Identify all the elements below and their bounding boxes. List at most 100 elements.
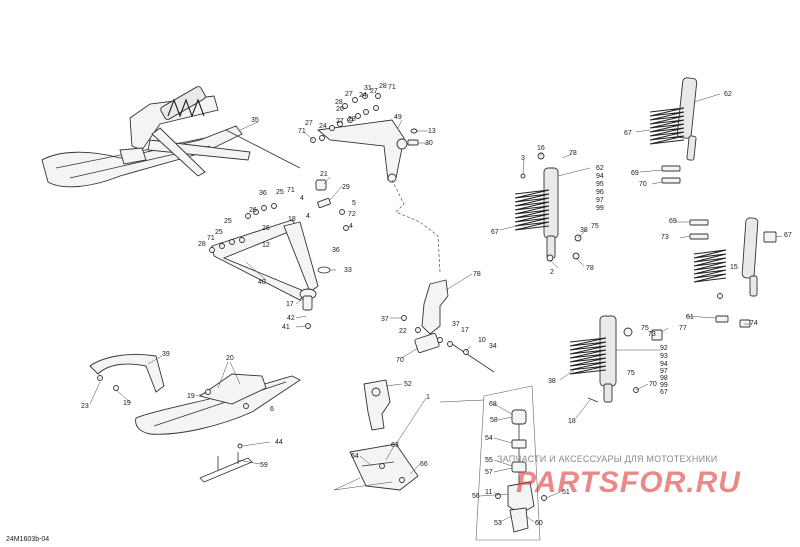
callout-label: 26: [336, 106, 344, 113]
callout-label: 4: [300, 195, 304, 202]
callout-label: 15: [730, 264, 738, 271]
callout-label: 75: [627, 370, 635, 377]
callout-label: 69: [669, 218, 677, 225]
callout-label: 71: [388, 84, 396, 91]
callout-label: 36: [332, 247, 340, 254]
callout-label: 27: [345, 91, 353, 98]
spindle: [401, 279, 495, 373]
callout-label: 22: [399, 328, 407, 335]
callout-label: 75: [641, 325, 649, 332]
callout-label: 29: [342, 184, 350, 191]
callout-label: 2: [550, 269, 554, 276]
callout-label: 42: [287, 315, 295, 322]
callout-label: 28: [335, 99, 343, 106]
callout-label: 73: [648, 331, 656, 338]
ski-shock-assembly: [41, 86, 251, 188]
callout-label: 11: [485, 489, 492, 496]
upper-arm-hardware: [310, 93, 419, 146]
callout-label: 37: [452, 321, 460, 328]
callout-label: 34: [489, 343, 497, 350]
callout-label: 24: [359, 92, 367, 99]
callout-label: 64: [351, 453, 359, 460]
callout-label: 95: [596, 181, 604, 188]
callout-label: 27: [336, 118, 344, 125]
callout-label: 27: [305, 120, 313, 127]
callout-label: 54: [485, 435, 493, 442]
shock-absorber-d: [569, 315, 663, 403]
callout-label: 99: [660, 382, 668, 389]
callout-label: 70: [649, 381, 657, 388]
callout-label: 78: [586, 265, 594, 272]
callout-label: 19: [123, 400, 131, 407]
callout-label: 25: [276, 189, 284, 196]
callout-label: 60: [535, 520, 543, 527]
watermark-logo: PARTSFOR.RU: [516, 466, 741, 499]
callout-label: 62: [724, 91, 732, 98]
callout-label: 92: [660, 345, 668, 352]
callout-label: 38: [548, 378, 556, 385]
callout-label: 35: [251, 117, 259, 124]
callout-label: 31: [364, 85, 372, 92]
linkage-path: [391, 179, 441, 273]
callout-label: 97: [660, 368, 668, 375]
callout-label: 67: [784, 232, 792, 239]
callout-label: 26: [249, 207, 257, 214]
lower-arm-hardware: [209, 179, 349, 253]
callout-label: 93: [660, 353, 668, 360]
callout-label: 70: [639, 181, 647, 188]
callout-label: 27: [370, 88, 378, 95]
callout-label: 28: [348, 116, 356, 123]
callout-label: 52: [404, 381, 412, 388]
callout-label: 69: [631, 170, 639, 177]
steering-bracket: [349, 379, 419, 491]
callout-label: 21: [320, 171, 328, 178]
callout-label: 39: [162, 351, 170, 358]
upper-a-arm: [316, 119, 408, 183]
callout-label: 13: [428, 128, 436, 135]
callout-label: 71: [298, 128, 306, 135]
callout-label: 17: [286, 301, 294, 308]
callout-label: 4: [306, 213, 310, 220]
callout-label: 23: [81, 403, 89, 410]
ski-lower-assembly: [89, 354, 301, 435]
callout-labels: 35 71 27 24 28 27 26 31 24 27 28 71 27 2…: [81, 83, 792, 527]
callout-label: 78: [473, 271, 481, 278]
callout-label: 12: [262, 242, 270, 249]
callout-label: 71: [207, 235, 215, 242]
callout-label: 6: [270, 406, 274, 413]
leader-lines: [89, 93, 783, 523]
callout-label: 99: [596, 205, 604, 212]
callout-label: 25: [224, 218, 232, 225]
callout-label: 24: [319, 123, 327, 130]
callout-label: 3: [521, 155, 525, 162]
callout-label: 94: [660, 361, 668, 368]
callout-label: 62: [596, 165, 604, 172]
callout-label: 96: [596, 189, 604, 196]
shock-absorber-b: [649, 77, 698, 184]
callout-label: 97: [596, 197, 604, 204]
callout-label: 73: [661, 234, 669, 241]
ski-runner: [199, 443, 253, 483]
callout-label: 58: [490, 417, 498, 424]
callout-label: 68: [489, 401, 497, 408]
callout-label: 63: [391, 442, 399, 449]
callout-label: 28: [379, 83, 387, 90]
callout-label: 53: [494, 520, 502, 527]
callout-label: 61: [686, 314, 694, 321]
callout-label: 59: [260, 462, 268, 469]
callout-label: 38: [580, 227, 588, 234]
callout-label: 19: [187, 393, 195, 400]
callout-label: 26: [262, 225, 270, 232]
callout-label: 37: [381, 316, 389, 323]
callout-label: 44: [275, 439, 283, 446]
callout-label: 56: [472, 493, 480, 500]
callout-label: 16: [537, 145, 545, 152]
callout-label: 25: [215, 229, 223, 236]
callout-label: 57: [485, 469, 493, 476]
callout-label: 4: [349, 223, 353, 230]
callout-label: 40: [258, 279, 266, 286]
shock-absorber-a: [514, 152, 582, 262]
drawing-code: 24M1603b-04: [6, 536, 50, 543]
